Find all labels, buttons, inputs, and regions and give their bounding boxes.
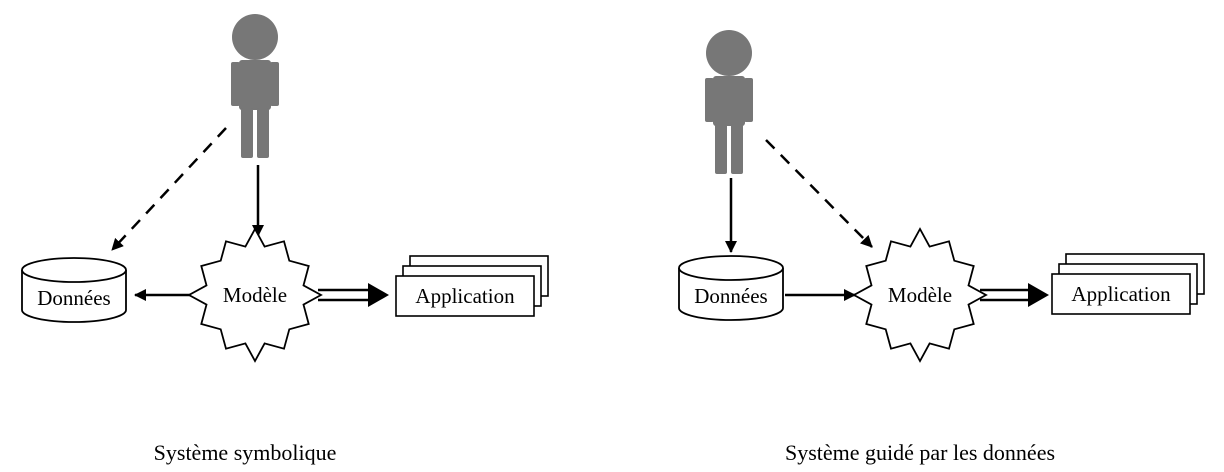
model-label: Modèle	[888, 283, 952, 307]
application-stack: Application	[1051, 253, 1205, 315]
model-star: Modèle	[852, 227, 988, 363]
data-cylinder: Données	[678, 255, 784, 321]
caption-data-driven: Système guidé par les données	[785, 440, 1055, 465]
data-cylinder: Données	[21, 257, 127, 323]
dashed-arrow-person-to-data	[111, 127, 227, 251]
caption-symbolic: Système symbolique	[154, 440, 337, 465]
person-icon	[231, 14, 279, 158]
model-star: Modèle	[187, 227, 323, 363]
application-label: Application	[415, 284, 515, 308]
diagram-symbolic: Données Modèle Application Système symbo…	[21, 14, 549, 465]
data-label: Données	[694, 284, 767, 308]
model-label: Modèle	[223, 283, 287, 307]
person-icon	[705, 30, 753, 174]
data-label: Données	[37, 286, 110, 310]
application-label: Application	[1071, 282, 1171, 306]
double-arrow-model-to-application	[980, 283, 1049, 307]
diagram-data-driven: Données Modèle Application Système guidé…	[678, 30, 1205, 465]
application-stack: Application	[395, 255, 549, 317]
double-arrow-model-to-application	[318, 283, 389, 307]
dashed-arrow-person-to-model	[765, 139, 873, 248]
